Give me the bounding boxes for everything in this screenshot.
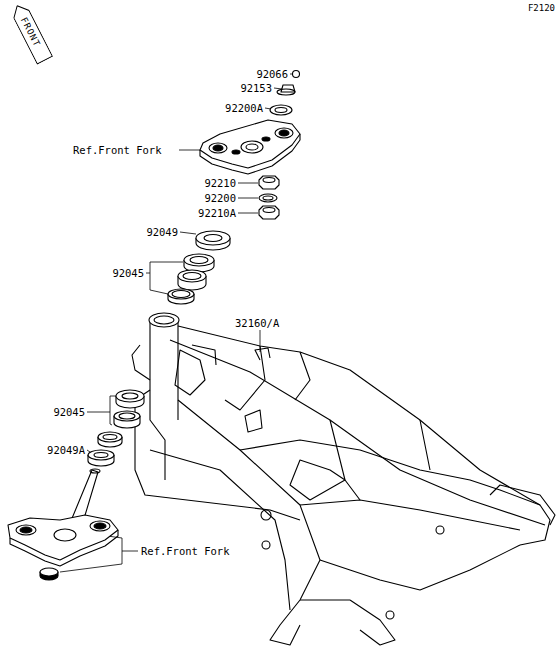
- callout-number: 92066: [255, 68, 289, 80]
- callout-number: 92210: [203, 177, 237, 189]
- callout-number: 92049: [145, 226, 179, 238]
- arrow-text: FRONT: [9, 1, 53, 64]
- callout-number: 92200: [203, 192, 237, 204]
- callout-number: 92153: [239, 82, 273, 94]
- callout-number: 92045: [52, 406, 86, 418]
- reference-label: Ref.Front Fork: [140, 545, 231, 557]
- callout-number: 92200A: [224, 102, 264, 114]
- figure-code: F2120: [527, 2, 556, 14]
- callout-number: 92210A: [197, 207, 237, 219]
- reference-label: Ref.Front Fork: [72, 144, 163, 156]
- callout-number: 32160/A: [234, 317, 280, 329]
- callout-number: 92049A: [46, 444, 86, 456]
- direction-arrow: FRONT: [9, 1, 53, 64]
- callout-number: 92045: [111, 267, 145, 279]
